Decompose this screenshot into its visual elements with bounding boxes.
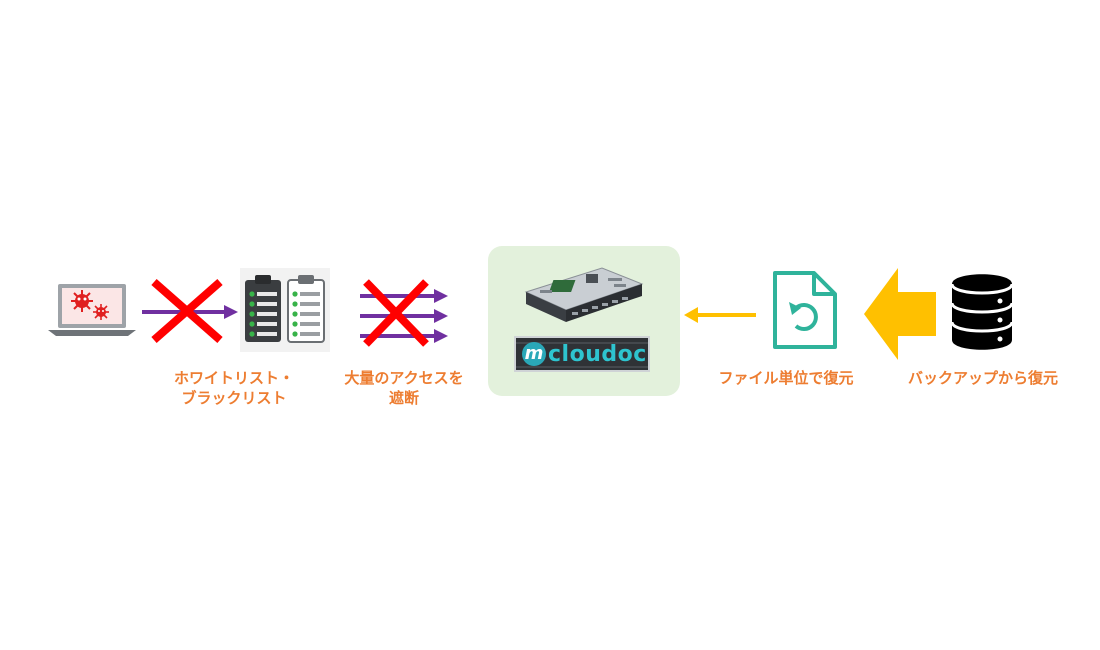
restore-arrow-large	[864, 268, 936, 360]
whitelist-label: ホワイトリスト・ ブラックリスト	[174, 369, 295, 407]
file-restore-icon	[773, 271, 837, 349]
server-vent	[516, 366, 648, 368]
file-restore-label: ファイル単位で復元	[718, 369, 854, 387]
server-icon	[524, 267, 644, 322]
logo-text: cloudoc	[548, 341, 647, 367]
virus-laptop-icon	[48, 284, 136, 336]
server-vent	[516, 342, 648, 344]
block-access-label: 大量のアクセスを 遮断	[344, 369, 464, 407]
logo-mark: m	[522, 342, 546, 366]
restore-arrow-small	[684, 307, 756, 323]
cloudoc-logo: m cloudoc	[522, 341, 647, 367]
blocked-arrows-icon	[360, 279, 448, 347]
backup-restore-label: バックアップから復元	[907, 369, 1058, 387]
block-cross-icon	[142, 278, 238, 344]
checklist-icon	[240, 268, 330, 352]
cloudoc-server-logo: m cloudoc	[514, 336, 650, 372]
database-icon	[950, 274, 1014, 350]
